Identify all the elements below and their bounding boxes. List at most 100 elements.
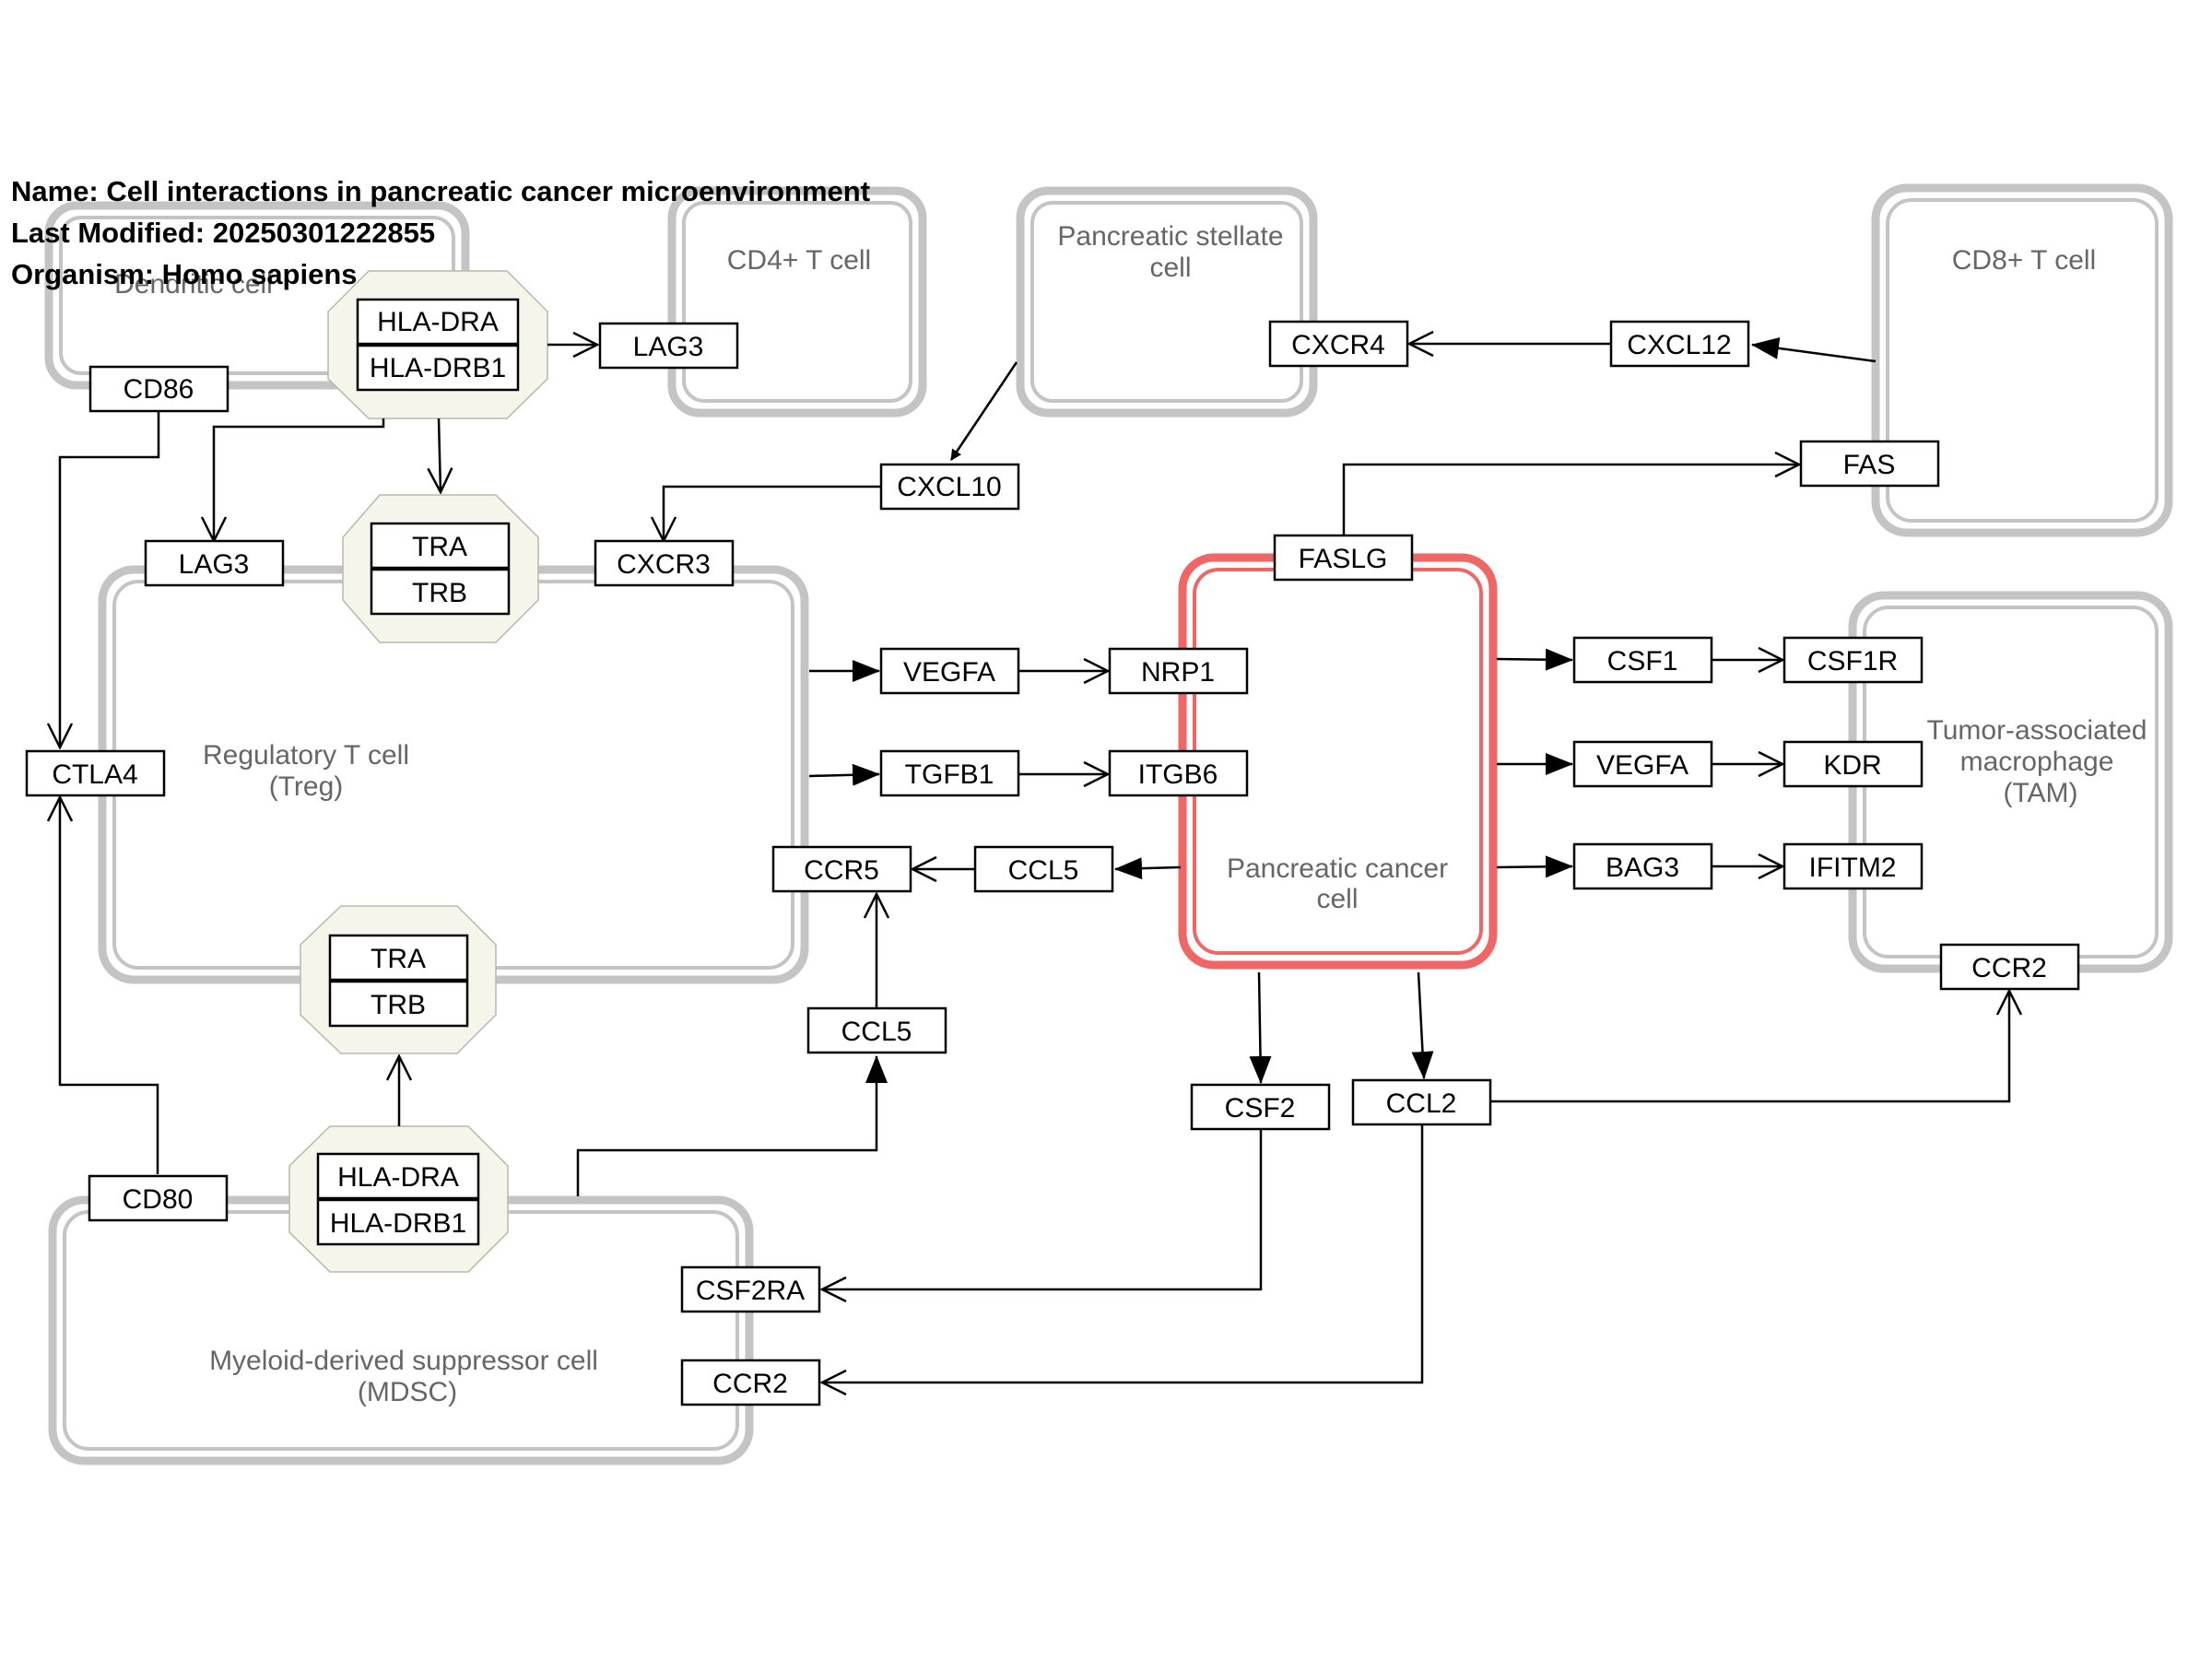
edge-cancer-csf1 (1496, 648, 1573, 671)
svg-text:CCL2: CCL2 (1386, 1088, 1457, 1119)
edge-cd86-ctla4 (60, 411, 160, 747)
svg-text:CTLA4: CTLA4 (52, 759, 137, 790)
svg-text:HLA-DRB1: HLA-DRB1 (330, 1208, 466, 1239)
node-ccr2-tam[interactable]: CCR2 (1939, 943, 2080, 991)
svg-text:FASLG: FASLG (1299, 544, 1388, 574)
edge-hla-lag3-treg (214, 418, 385, 541)
svg-text:TGFB1: TGFB1 (905, 759, 994, 790)
edge-cancer-csf2 (1249, 971, 1272, 1084)
svg-text:VEGFA: VEGFA (1596, 750, 1688, 781)
svg-text:ITGB6: ITGB6 (1138, 759, 1218, 790)
treg-cell-label: Regulatory T cell(Treg) (203, 740, 409, 802)
node-hla-drb1-bottom[interactable]: HLA-DRB1 (316, 1198, 480, 1246)
svg-text:LAG3: LAG3 (179, 549, 250, 580)
node-csf2[interactable]: CSF2 (1190, 1083, 1331, 1131)
mdsc-cell-label: Myeloid-derived suppressor cell(MDSC) (209, 1346, 598, 1407)
edge-hla-tcr-top (439, 418, 441, 492)
svg-text:CSF1: CSF1 (1607, 646, 1678, 677)
node-ccl5-b[interactable]: CCL5 (806, 1006, 947, 1054)
node-ccr5[interactable]: CCR5 (771, 845, 912, 893)
node-bag3[interactable]: BAG3 (1572, 842, 1713, 890)
node-nrp1[interactable]: NRP1 (1108, 647, 1249, 695)
node-ccl5-a[interactable]: CCL5 (973, 845, 1114, 893)
svg-text:CXCR4: CXCR4 (1291, 330, 1385, 360)
svg-text:CCL5: CCL5 (841, 1017, 912, 1047)
edge-cancer-ccl2 (1411, 971, 1434, 1079)
node-vegfa-left[interactable]: VEGFA (879, 647, 1020, 695)
svg-text:CD80: CD80 (123, 1184, 194, 1215)
node-cd86[interactable]: CD86 (88, 365, 229, 413)
svg-text:NRP1: NRP1 (1141, 657, 1215, 688)
node-kdr[interactable]: KDR (1783, 740, 1924, 788)
svg-text:IFITM2: IFITM2 (1809, 853, 1897, 883)
svg-text:KDR: KDR (1823, 750, 1881, 781)
node-tra-top[interactable]: TRA (370, 522, 511, 570)
node-cxcr4[interactable]: CXCR4 (1268, 320, 1409, 368)
node-ctla4[interactable]: CTLA4 (25, 749, 166, 797)
node-tra-bottom[interactable]: TRA (328, 934, 469, 982)
edges (60, 344, 2009, 1382)
node-ccr2-mdsc[interactable]: CCR2 (680, 1359, 821, 1406)
pathway-name: Name: Cell interactions in pancreatic ca… (11, 175, 870, 207)
svg-text:VEGFA: VEGFA (903, 657, 995, 688)
node-trb-top[interactable]: TRB (370, 568, 511, 616)
organism: Organism: Homo sapiens (11, 258, 358, 290)
cd4-t-cell-label: CD4+ T cell (727, 245, 871, 276)
svg-text:CCR2: CCR2 (1971, 953, 2047, 983)
node-fas[interactable]: FAS (1799, 440, 1940, 488)
node-csf1[interactable]: CSF1 (1572, 636, 1713, 684)
node-hla-dra-bottom[interactable]: HLA-DRA (316, 1152, 480, 1200)
svg-text:HLA-DRA: HLA-DRA (337, 1162, 459, 1193)
svg-text:CSF2RA: CSF2RA (696, 1276, 805, 1306)
svg-text:CXCL10: CXCL10 (897, 472, 1001, 502)
svg-text:TRA: TRA (371, 944, 426, 974)
svg-text:HLA-DRA: HLA-DRA (377, 307, 499, 337)
svg-text:CD86: CD86 (124, 374, 194, 405)
cd8-t-cell-label: CD8+ T cell (1952, 245, 2096, 276)
edge-treg-tgfb1 (808, 763, 880, 786)
node-ifitm2[interactable]: IFITM2 (1783, 842, 1924, 890)
node-hla-drb1-top[interactable]: HLA-DRB1 (356, 344, 520, 392)
diagram-header: Name: Cell interactions in pancreatic ca… (11, 175, 870, 290)
svg-text:FAS: FAS (1843, 450, 1896, 480)
node-cxcr3[interactable]: CXCR3 (594, 539, 735, 587)
node-trb-bottom[interactable]: TRB (328, 980, 469, 1028)
svg-text:TRA: TRA (412, 532, 467, 562)
svg-text:TRB: TRB (412, 578, 467, 608)
svg-text:CSF2: CSF2 (1225, 1093, 1296, 1124)
node-cxcl12[interactable]: CXCL12 (1609, 320, 1750, 368)
svg-text:LAG3: LAG3 (633, 332, 704, 362)
node-csf2ra[interactable]: CSF2RA (680, 1265, 821, 1313)
node-vegfa-right[interactable]: VEGFA (1572, 740, 1713, 788)
edge-fasl-fas (1342, 465, 1799, 535)
edge-cd8-cxcl12 (1751, 336, 1877, 363)
node-lag3-treg[interactable]: LAG3 (144, 539, 285, 587)
edge-cxcl10-cxcr3 (664, 485, 881, 541)
last-modified: Last Modified: 20250301222855 (11, 217, 435, 249)
node-fasl[interactable]: FASLG (1273, 534, 1414, 582)
node-tgfb1[interactable]: TGFB1 (879, 749, 1020, 797)
node-itgb6[interactable]: ITGB6 (1108, 749, 1249, 797)
edge-ccl2-ccr2-tam (1490, 991, 2009, 1103)
cd4-t-cell: CD4+ T cell (667, 186, 927, 418)
svg-text:TRB: TRB (371, 990, 426, 1020)
edge-cancer-bag3 (1496, 855, 1573, 878)
node-cd80[interactable]: CD80 (88, 1174, 229, 1222)
node-lag3-cd4[interactable]: LAG3 (598, 322, 739, 370)
node-hla-dra-top[interactable]: HLA-DRA (356, 298, 520, 346)
svg-text:CCR5: CCR5 (804, 855, 879, 886)
dendritic-cell-label: Dendritic cell (114, 269, 273, 300)
svg-text:HLA-DRB1: HLA-DRB1 (370, 353, 506, 383)
edge-mdsc-ccl5 (576, 1055, 888, 1196)
node-ccl2[interactable]: CCL2 (1351, 1078, 1492, 1126)
edge-stellate-cxcl10 (949, 361, 1018, 461)
node-cxcl10[interactable]: CXCL10 (879, 463, 1020, 511)
svg-text:CXCL12: CXCL12 (1627, 330, 1731, 360)
edge-cd80-ctla4 (60, 797, 159, 1174)
node-csf1r[interactable]: CSF1R (1783, 636, 1924, 684)
edge-csf2-csf2ra (822, 1129, 1263, 1289)
